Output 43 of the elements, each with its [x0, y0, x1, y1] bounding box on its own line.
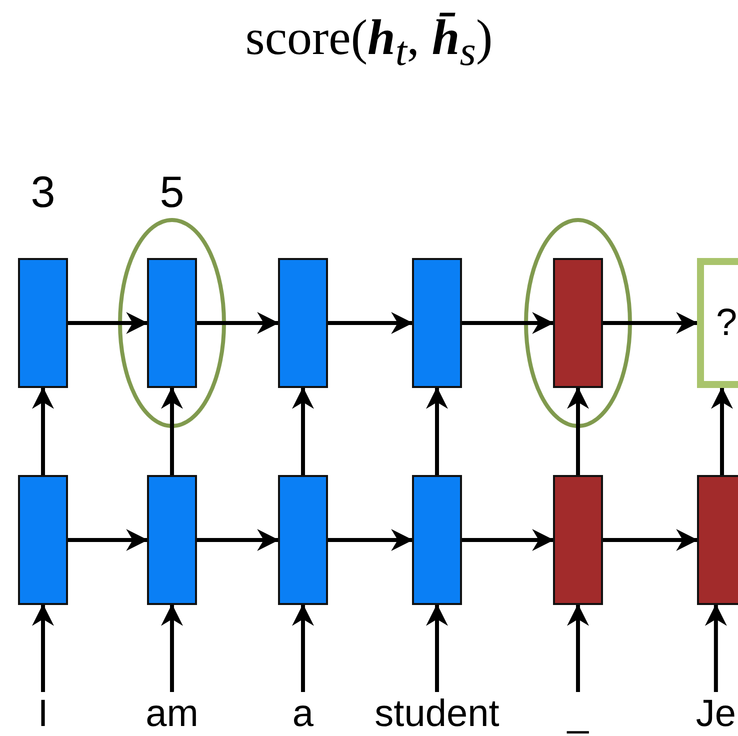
arrow — [197, 529, 280, 551]
callout-number: 5 — [158, 168, 186, 218]
input-word: _ — [567, 692, 589, 736]
cell-box — [147, 258, 197, 388]
callout-number: 3 — [30, 168, 56, 218]
arrow — [462, 312, 554, 334]
arrow — [462, 529, 554, 551]
arrow — [704, 604, 727, 692]
arrow — [161, 604, 183, 692]
arrow — [567, 604, 589, 692]
cell-box — [697, 475, 738, 605]
arrow — [32, 604, 54, 692]
formula-title: score(h$_{t}$, h̄$_{s}$) — [244, 8, 494, 76]
input-word: I — [38, 692, 48, 736]
cell-box — [18, 258, 68, 388]
cell-box — [147, 475, 197, 605]
cell-box — [278, 258, 328, 388]
input-word: am — [146, 692, 198, 736]
input-word: student — [374, 692, 500, 736]
arrow — [292, 604, 314, 692]
arrow — [197, 312, 280, 334]
cell-box — [278, 475, 328, 605]
arrow — [32, 386, 54, 475]
input-word: Je — [696, 692, 736, 736]
question-mark: ? — [716, 302, 738, 344]
input-word: a — [292, 692, 314, 736]
arrow — [328, 312, 414, 334]
arrow — [426, 386, 448, 475]
arrow — [603, 529, 698, 551]
cell-box — [553, 475, 603, 605]
cell-box — [553, 258, 603, 388]
cell-box — [412, 258, 462, 388]
arrow — [711, 386, 733, 475]
cell-box — [18, 475, 68, 605]
arrow — [292, 386, 314, 475]
arrow — [328, 529, 414, 551]
arrow — [68, 529, 148, 551]
arrow — [68, 312, 148, 334]
cell-box — [412, 475, 462, 605]
arrow — [567, 386, 589, 475]
arrow — [161, 386, 183, 475]
arrow — [426, 604, 448, 692]
arrow — [603, 312, 698, 334]
